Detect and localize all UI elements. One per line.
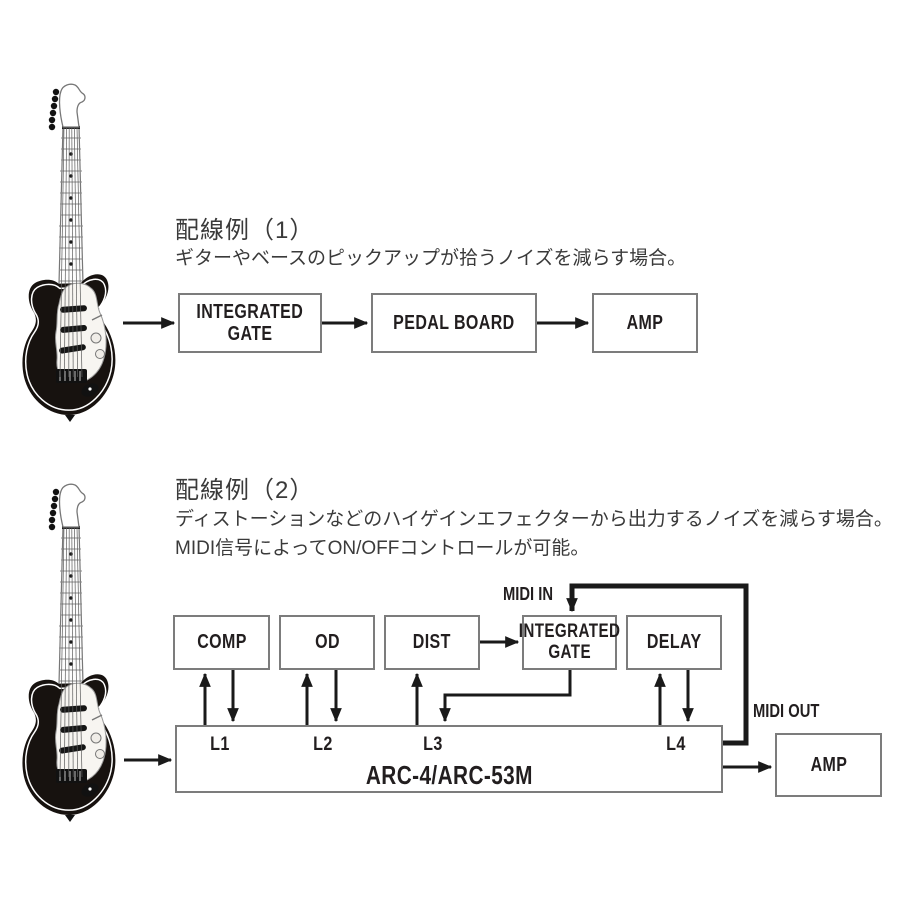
box-delay: DELAY (626, 615, 722, 670)
wiring-example-2-heading: 配線例（2） (175, 477, 315, 504)
box-dist: DIST (384, 615, 480, 670)
box-pedal-board-label: PEDAL BOARD (393, 311, 515, 334)
box-delay-label: DELAY (646, 631, 702, 653)
box-comp-label: COMP (196, 631, 247, 653)
box-integrated-gate-1-line1: INTEGRATED (196, 301, 304, 323)
electric-guitar-icon (22, 83, 116, 422)
wiring-example-2-description-line2: MIDI信号によってON/OFFコントロールが可能。 (175, 538, 590, 559)
box-amp-1-label: AMP (626, 311, 664, 334)
box-amp-1: AMP (592, 293, 698, 353)
loop-l1-text: L1 (210, 734, 230, 755)
wiring-example-1-heading: 配線例（1） (175, 217, 315, 244)
box-integrated-gate-2-line1: INTEGRATED (518, 620, 621, 642)
arc-switcher-name: ARC-4/ARC-53M (177, 760, 721, 791)
box-arc-switcher: L1 L2 L3 L4 ARC-4/ARC-53M (175, 725, 723, 793)
box-amp-2: AMP (775, 733, 882, 797)
box-od-label: OD (314, 631, 340, 653)
box-comp: COMP (173, 615, 270, 670)
arrow-gate-return-l3 (439, 670, 572, 723)
box-dist-label: DIST (412, 631, 452, 653)
midi-in-text: MIDI IN (503, 584, 554, 604)
wiring-example-1-description: ギターやベースのピックアップが拾うノイズを減らす場合。 (175, 248, 687, 269)
loop-label-l1: L1 (208, 734, 231, 756)
midi-in-label: MIDI IN (458, 584, 564, 605)
box-integrated-gate-1: INTEGRATED GATE (178, 293, 322, 353)
loop-label-l4: L4 (664, 734, 687, 756)
box-od: OD (279, 615, 375, 670)
loop-l2-text: L2 (313, 734, 333, 755)
box-pedal-board: PEDAL BOARD (371, 293, 537, 353)
midi-out-text: MIDI OUT (753, 701, 820, 721)
loop-l4-text: L4 (666, 734, 686, 755)
wiring-example-2-description-line1: ディストーションなどのハイゲインエフェクターから出力するノイズを減らす場合。 (175, 509, 893, 530)
box-amp-2-label: AMP (810, 753, 847, 776)
box-integrated-gate-2-line2: GATE (548, 641, 591, 663)
loop-label-l2: L2 (311, 734, 334, 756)
loop-label-l3: L3 (421, 734, 444, 756)
arc-switcher-name-text: ARC-4/ARC-53M (365, 760, 533, 790)
box-integrated-gate-1-line2: GATE (227, 323, 273, 345)
electric-guitar-icon (21, 483, 117, 822)
loop-l3-text: L3 (423, 734, 443, 755)
midi-out-label: MIDI OUT (753, 701, 834, 722)
box-integrated-gate-2: INTEGRATED GATE (519, 615, 620, 670)
